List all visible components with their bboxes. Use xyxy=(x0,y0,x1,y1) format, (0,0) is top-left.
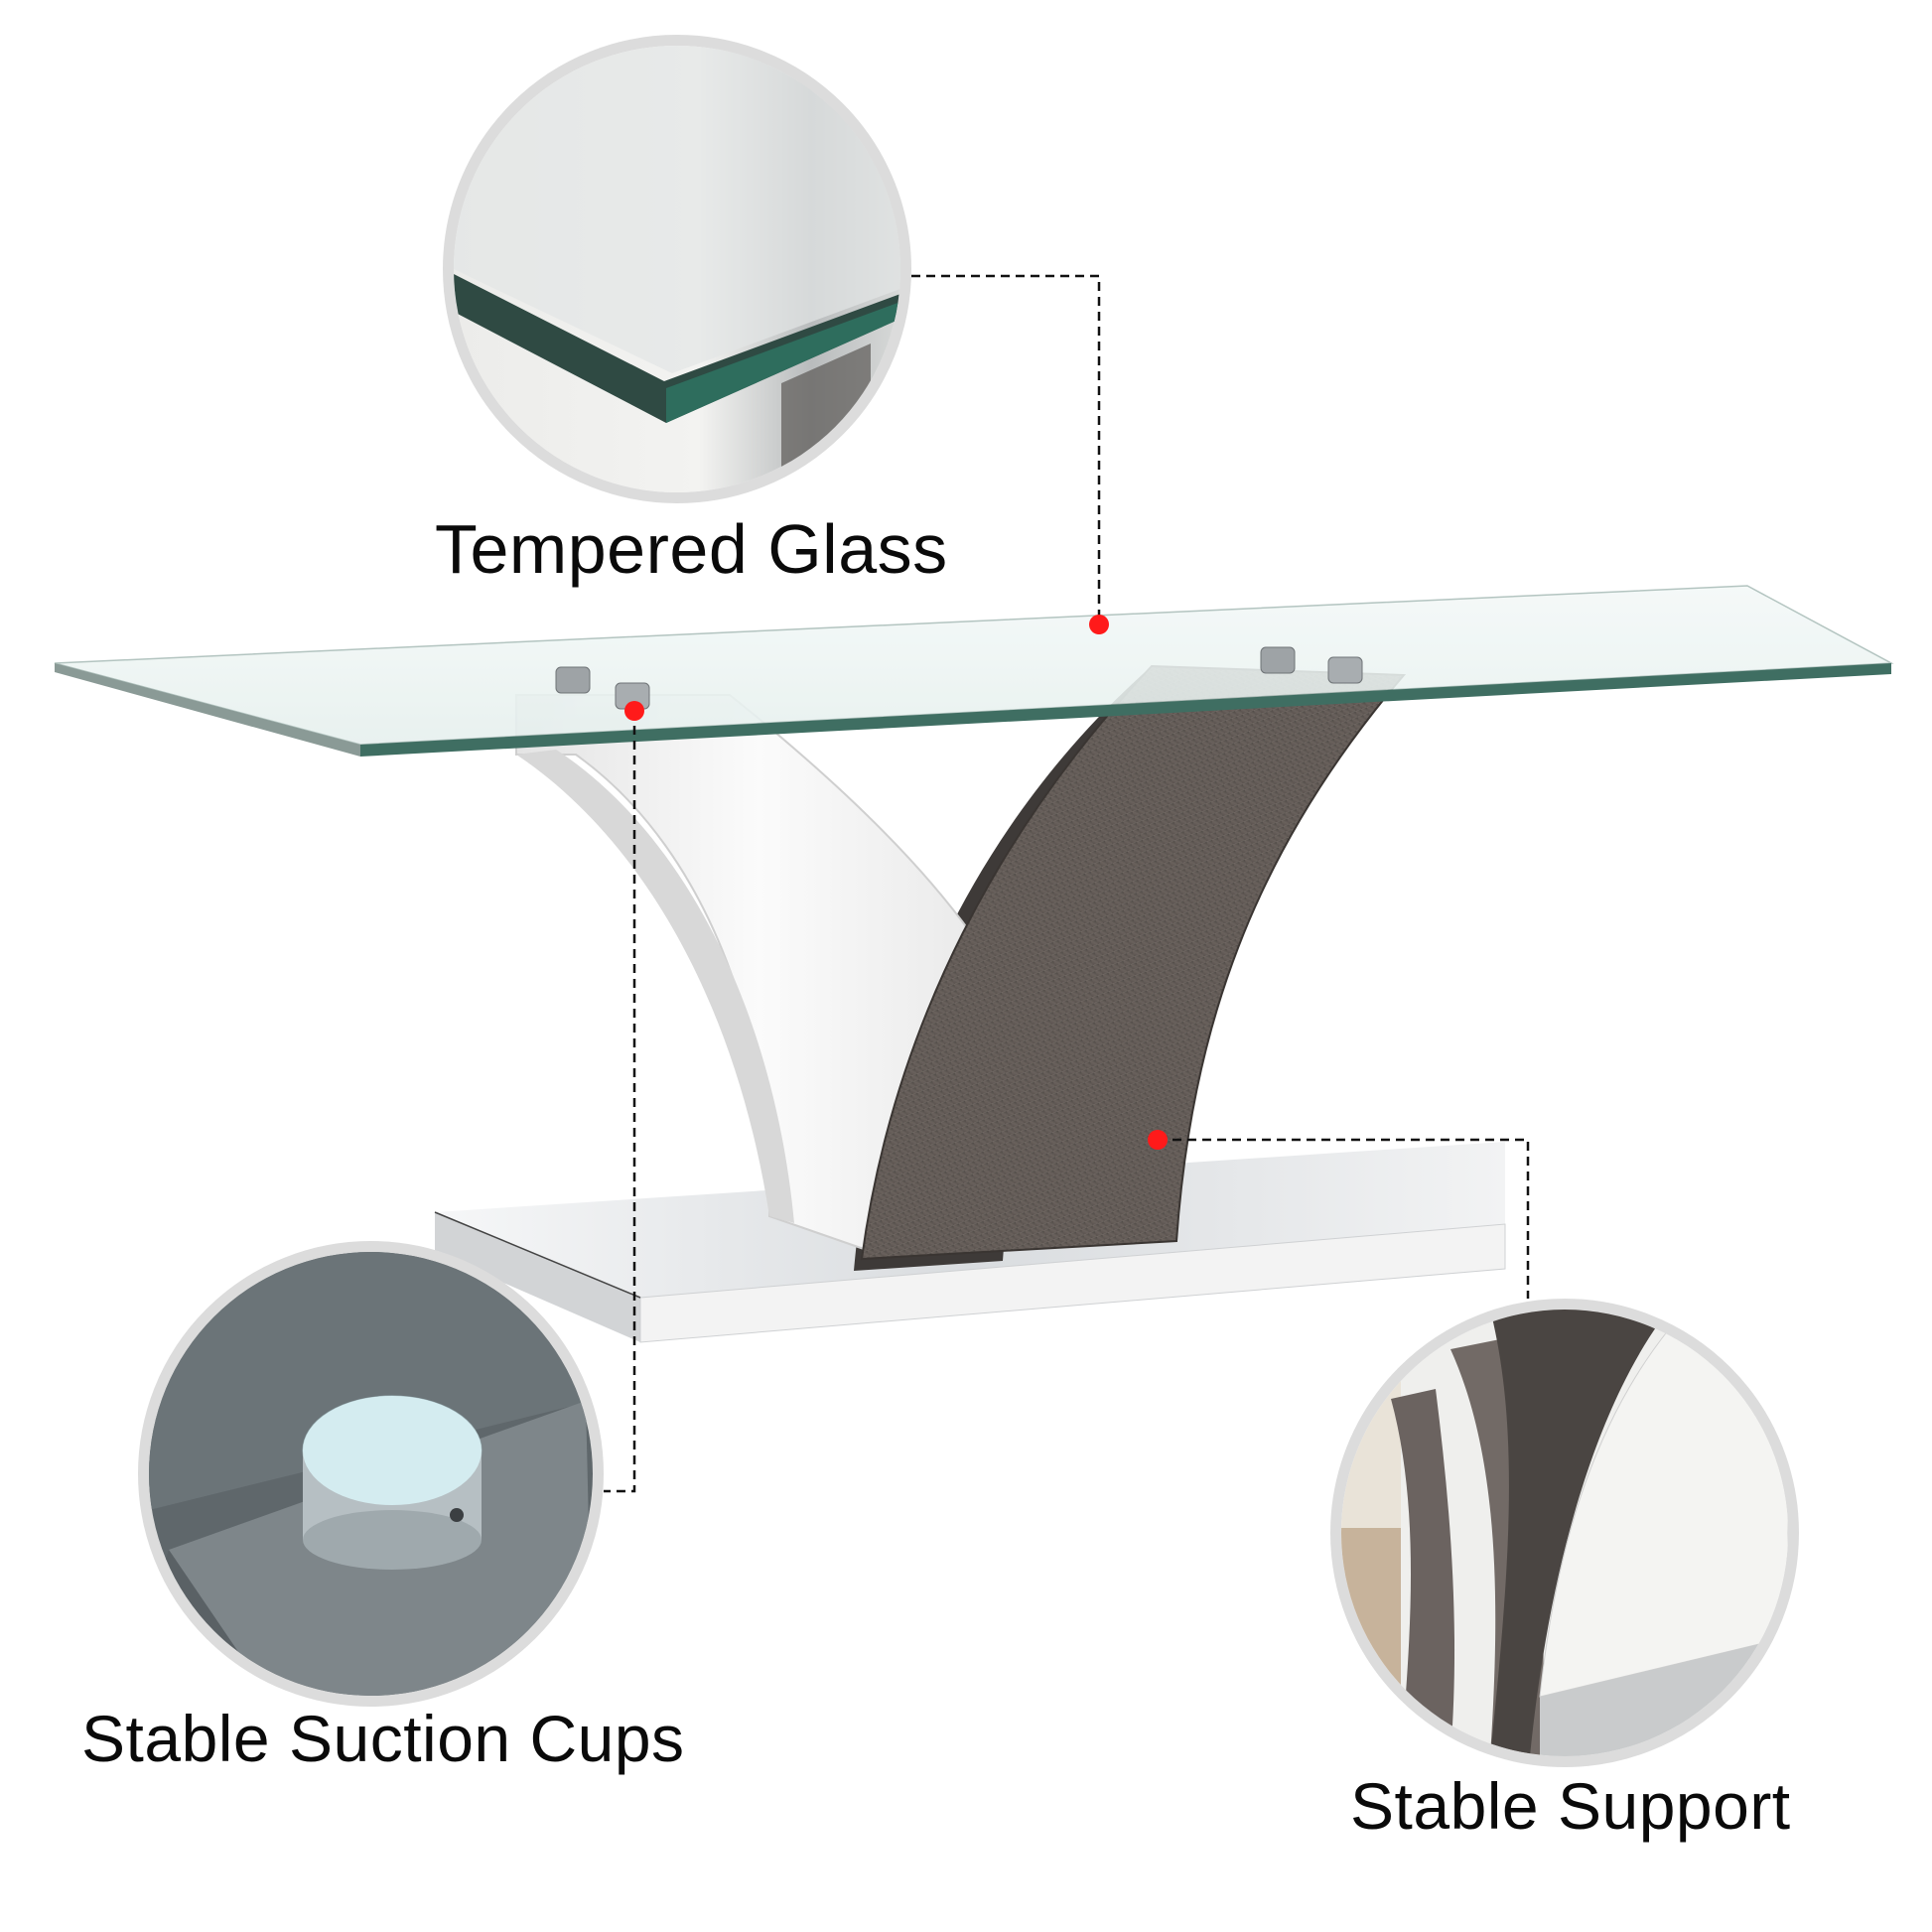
glass-edge-closeup xyxy=(454,46,900,492)
marker-glass xyxy=(1089,615,1109,634)
leader-suction xyxy=(604,711,636,1493)
label-stable-suction-cups: Stable Suction Cups xyxy=(81,1702,685,1775)
support-closeup xyxy=(1341,1310,1788,1756)
detail-circle-glass xyxy=(443,35,911,503)
wood-leg-front xyxy=(860,664,1407,1261)
marker-suction xyxy=(624,701,644,721)
detail-circle-suction xyxy=(138,1241,604,1707)
leader-lines xyxy=(604,274,1530,1493)
label-tempered-glass: Tempered Glass xyxy=(435,510,948,588)
suction-cup-closeup xyxy=(149,1252,593,1696)
leader-support xyxy=(1158,1138,1530,1299)
detail-circle-support xyxy=(1330,1299,1799,1767)
leader-glass xyxy=(911,274,1101,624)
marker-support xyxy=(1148,1130,1168,1150)
glass-mount-cups xyxy=(555,646,1363,710)
label-stable-support: Stable Support xyxy=(1350,1769,1791,1843)
glass-top xyxy=(54,585,1894,757)
